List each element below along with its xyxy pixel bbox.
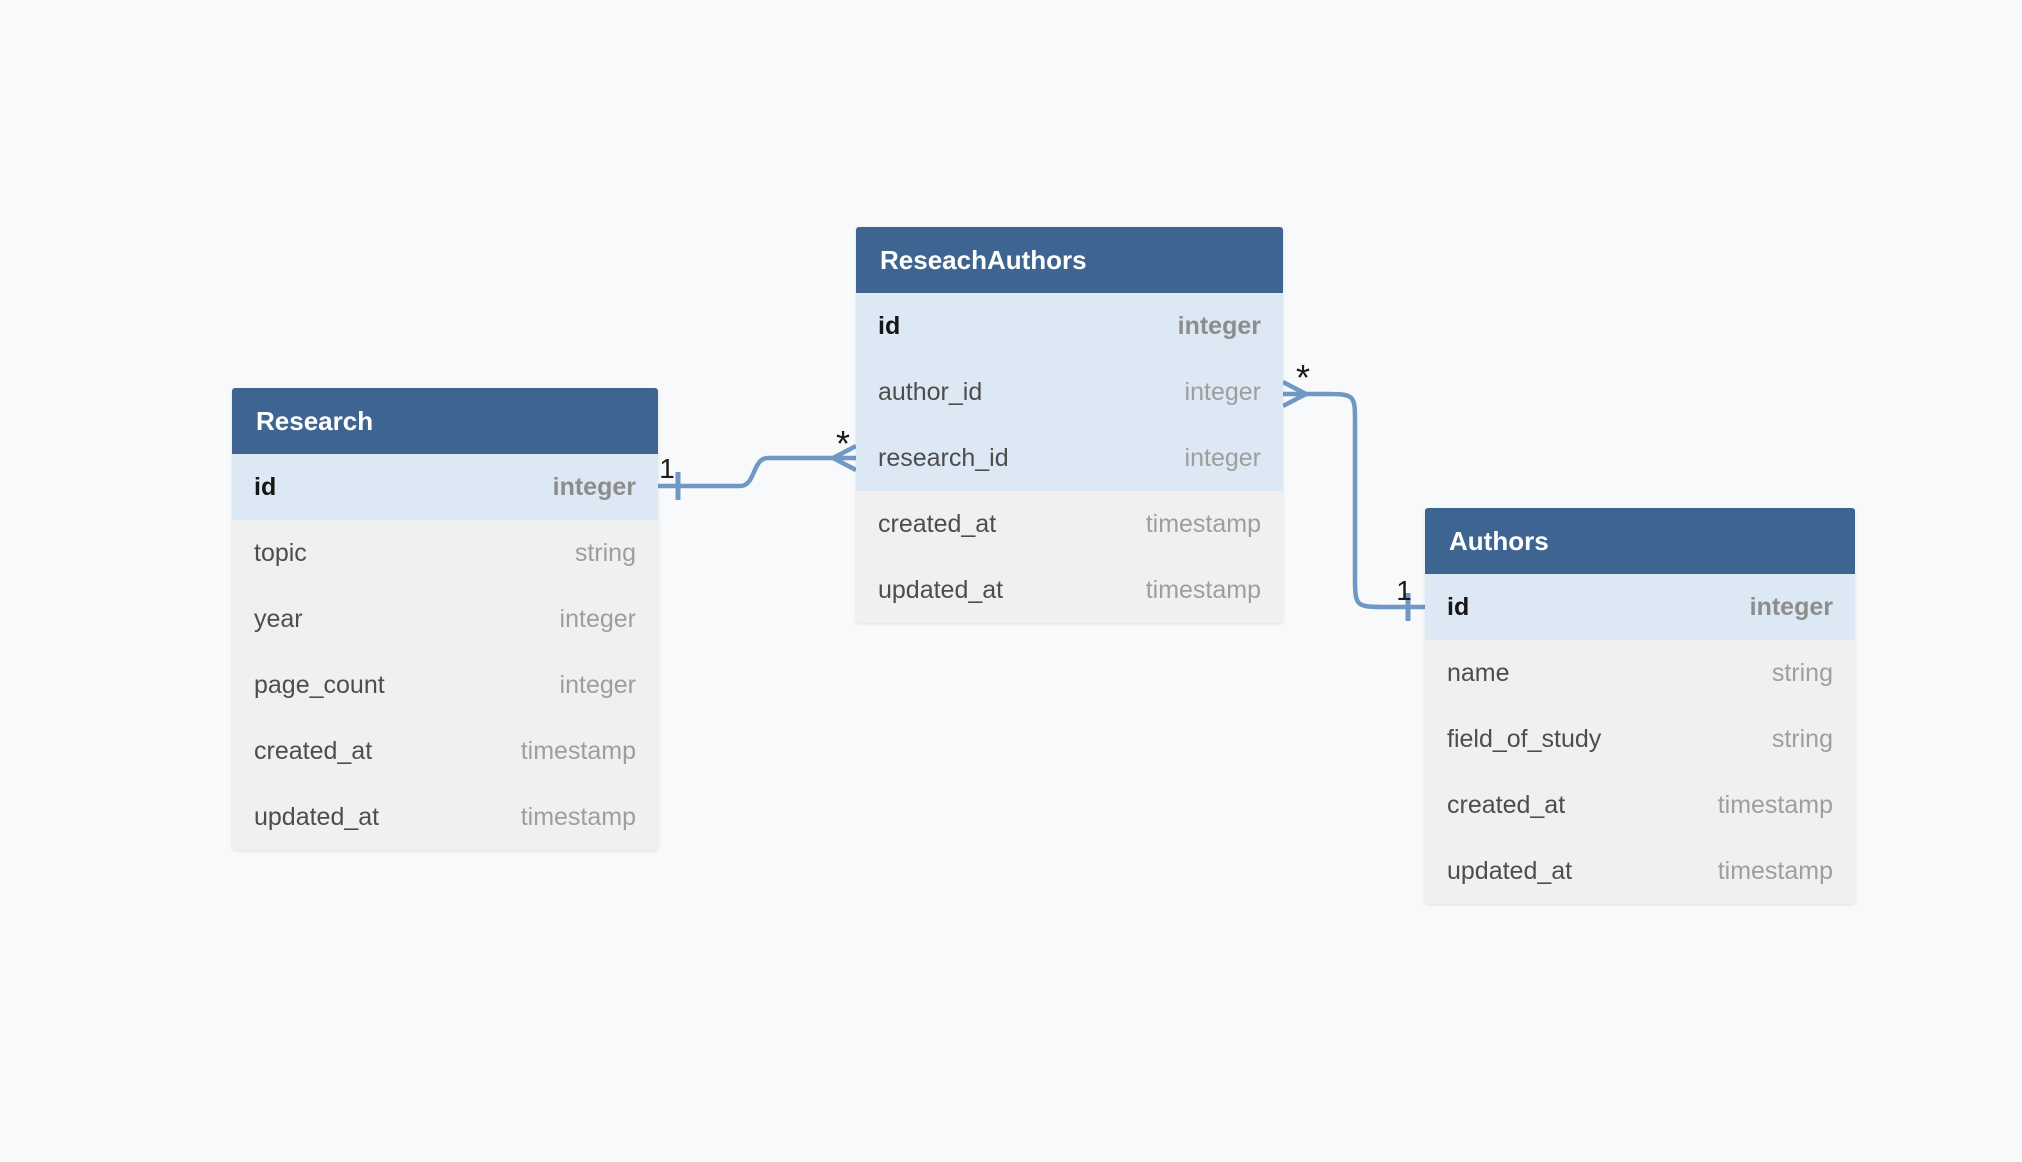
cardinality-one-label: 1 xyxy=(1396,575,1412,606)
column-row-name: name string xyxy=(1425,640,1855,706)
column-name: updated_at xyxy=(878,575,1004,604)
table-title: Authors xyxy=(1449,525,1549,556)
column-type: timestamp xyxy=(1717,856,1833,885)
column-row-created-at: created_at timestamp xyxy=(232,718,658,784)
column-name: created_at xyxy=(1447,790,1566,819)
column-name: topic xyxy=(254,538,307,567)
column-type: integer xyxy=(559,670,636,699)
connector-research-reseachauthors: 1 * xyxy=(658,423,858,500)
column-name: created_at xyxy=(254,736,373,765)
column-row-id: id integer xyxy=(1425,574,1855,640)
column-name: author_id xyxy=(878,377,983,406)
crows-foot-icon xyxy=(831,444,858,472)
column-type: timestamp xyxy=(520,736,636,765)
column-name: page_count xyxy=(254,670,385,699)
column-row-topic: topic string xyxy=(232,520,658,586)
column-name: year xyxy=(254,604,303,633)
column-row-id: id integer xyxy=(856,293,1283,359)
column-type: string xyxy=(574,538,636,567)
column-name: updated_at xyxy=(254,802,380,831)
column-type: timestamp xyxy=(1717,790,1833,819)
column-row-updated-at: updated_at timestamp xyxy=(232,784,658,850)
table-title: Research xyxy=(256,405,374,436)
table-reseachauthors[interactable]: ReseachAuthors id integer author_id inte… xyxy=(856,227,1283,623)
table-research[interactable]: Research id integer topic string year in… xyxy=(232,388,658,850)
column-row-id: id integer xyxy=(232,454,658,520)
connector-reseachauthors-authors: * 1 xyxy=(1281,357,1425,621)
table-reseachauthors-header[interactable]: ReseachAuthors xyxy=(856,227,1283,293)
column-row-year: year integer xyxy=(232,586,658,652)
column-row-created-at: created_at timestamp xyxy=(1425,772,1855,838)
column-row-field-of-study: field_of_study string xyxy=(1425,706,1855,772)
column-type: integer xyxy=(1749,592,1833,621)
table-research-header[interactable]: Research xyxy=(232,388,658,454)
column-type: timestamp xyxy=(1145,575,1261,604)
column-name: updated_at xyxy=(1447,856,1573,885)
column-name: id xyxy=(1447,592,1470,621)
table-authors[interactable]: Authors id integer name string field_of_… xyxy=(1425,508,1855,904)
column-row-updated-at: updated_at timestamp xyxy=(1425,838,1855,904)
table-authors-header[interactable]: Authors xyxy=(1425,508,1855,574)
column-name: id xyxy=(878,311,901,340)
column-type: integer xyxy=(1184,377,1261,406)
cardinality-many-label: * xyxy=(1296,357,1310,398)
column-type: timestamp xyxy=(1145,509,1261,538)
column-type: timestamp xyxy=(520,802,636,831)
cardinality-one-label: 1 xyxy=(659,453,675,484)
column-type: string xyxy=(1771,724,1833,753)
column-row-created-at: created_at timestamp xyxy=(856,491,1283,557)
column-type: integer xyxy=(1184,443,1261,472)
column-name: created_at xyxy=(878,509,997,538)
column-type: integer xyxy=(559,604,636,633)
column-type: integer xyxy=(1177,311,1261,340)
column-name: id xyxy=(254,472,277,501)
column-row-author-id: author_id integer xyxy=(856,359,1283,425)
cardinality-many-label: * xyxy=(836,423,850,464)
column-type: integer xyxy=(552,472,636,501)
column-row-research-id: research_id integer xyxy=(856,425,1283,491)
column-name: field_of_study xyxy=(1447,724,1602,753)
table-title: ReseachAuthors xyxy=(880,244,1087,275)
column-type: string xyxy=(1771,658,1833,687)
column-row-page-count: page_count integer xyxy=(232,652,658,718)
column-name: research_id xyxy=(878,443,1009,472)
column-row-updated-at: updated_at timestamp xyxy=(856,557,1283,623)
column-name: name xyxy=(1447,658,1510,687)
crows-foot-icon xyxy=(1281,380,1308,408)
